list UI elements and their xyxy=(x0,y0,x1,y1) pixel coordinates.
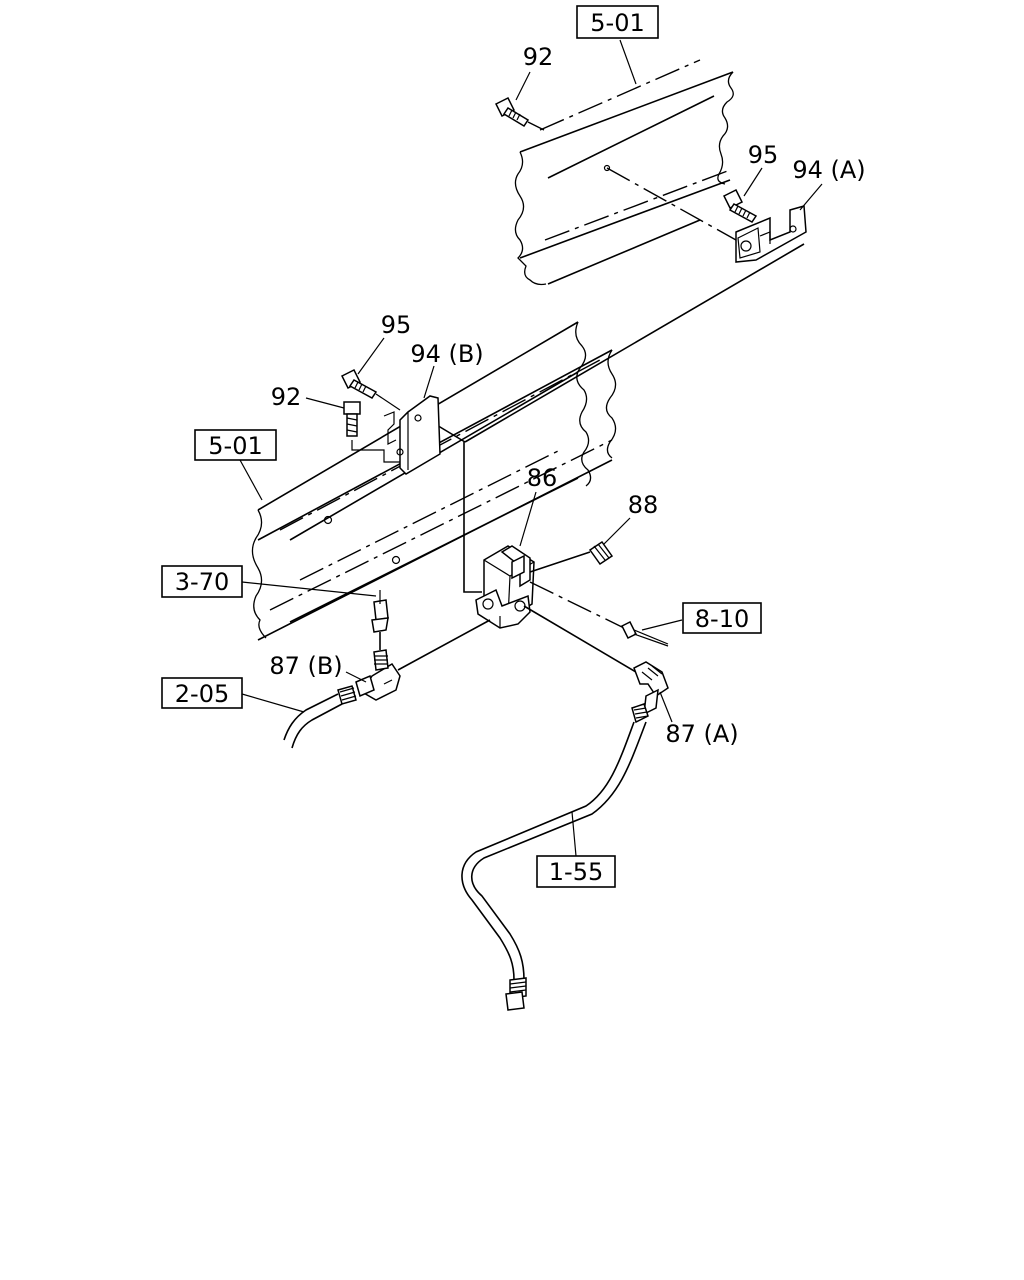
part-95-top-label: 95 xyxy=(748,141,779,169)
ref-box-1-55: 1-55 xyxy=(536,855,616,888)
pipe-line-upper xyxy=(464,243,805,443)
ref-8-10-label: 8-10 xyxy=(695,605,749,633)
ref-box-2-05: 2-05 xyxy=(161,677,243,709)
frame-rail-left xyxy=(251,321,617,641)
sensor-8-10 xyxy=(620,620,669,647)
fitting-87a xyxy=(633,661,669,716)
ref-1-55-label: 1-55 xyxy=(549,858,603,886)
leader-lines xyxy=(239,39,823,857)
ref-box-8-10: 8-10 xyxy=(682,602,762,634)
part-92-left-label: 92 xyxy=(271,383,302,411)
hose-2-05 xyxy=(283,685,357,749)
ref-5-01-left-label: 5-01 xyxy=(208,432,262,460)
part-86-label: 86 xyxy=(527,464,558,492)
ref-3-70-label: 3-70 xyxy=(175,568,229,596)
pipe-valve-to-87b xyxy=(397,619,491,671)
ref-5-01-top-label: 5-01 xyxy=(590,9,644,37)
part-94b-label: 94 (B) xyxy=(410,340,483,368)
bolt-92-left xyxy=(343,401,361,437)
bracket-94b xyxy=(351,395,441,475)
plug-88 xyxy=(588,540,614,566)
pipe-valve-to-plug xyxy=(529,551,591,573)
part-88-label: 88 xyxy=(628,491,659,519)
valve-86 xyxy=(475,545,535,629)
leader-valve-to-sensor xyxy=(529,581,625,629)
leader-hole-to-bracket-a xyxy=(606,167,737,241)
part-87b-label: 87 (B) xyxy=(269,652,342,680)
part-94a-label: 94 (A) xyxy=(792,156,865,184)
bracket-94a xyxy=(735,205,807,263)
ref-box-3-70: 3-70 xyxy=(161,565,243,598)
ref-box-5-01-left: 5-01 xyxy=(194,429,277,461)
ref-2-05-label: 2-05 xyxy=(175,680,229,708)
fitting-87b xyxy=(355,649,401,701)
part-92-top-label: 92 xyxy=(523,43,554,71)
part-95-left-label: 95 xyxy=(381,311,412,339)
bolt-92-top xyxy=(494,96,545,131)
bolt-95-top xyxy=(722,188,758,223)
pipe-valve-to-87a xyxy=(523,605,637,673)
part-87a-label: 87 (A) xyxy=(665,720,738,748)
frame-rail-top xyxy=(514,59,734,286)
hose-1-55 xyxy=(461,703,649,1011)
switch-3-70 xyxy=(371,590,389,650)
bolt-95-left xyxy=(340,368,401,411)
ref-box-5-01-top: 5-01 xyxy=(576,5,659,39)
